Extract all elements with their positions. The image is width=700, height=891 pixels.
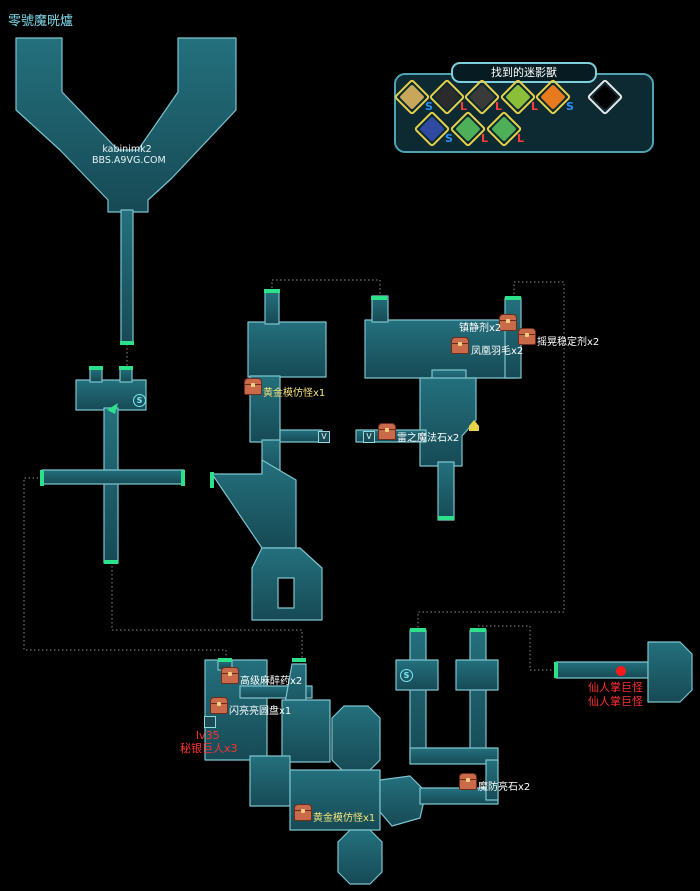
exit-marker[interactable] xyxy=(410,628,426,632)
enemy-name: 仙人掌巨怪 xyxy=(588,695,643,708)
room-bottom-octagon-1 xyxy=(331,705,381,773)
player-position-icon xyxy=(107,403,118,414)
exit-marker[interactable] xyxy=(120,341,134,345)
treasure-chest-icon[interactable] xyxy=(378,423,396,440)
corridor-top xyxy=(120,209,134,345)
exit-marker[interactable] xyxy=(554,662,558,678)
save-point-icon[interactable]: S xyxy=(133,394,146,407)
item-label: 摇晃稳定剂x2 xyxy=(537,337,600,348)
monster-rank-badge: L xyxy=(460,100,468,113)
item-label: 闪亮亮圆盘x1 xyxy=(229,706,292,717)
exit-marker[interactable] xyxy=(218,658,232,662)
exit-marker[interactable] xyxy=(505,296,521,300)
item-label: 镇静剂x2 xyxy=(459,323,502,334)
room-middle-top xyxy=(247,321,327,378)
save-point-icon[interactable]: S xyxy=(400,669,413,682)
credit-line-2: BBS.A9VG.COM xyxy=(92,155,166,166)
credit-line-1: kabinimk2 xyxy=(102,144,152,155)
exit-marker[interactable] xyxy=(264,289,280,293)
treasure-chest-icon[interactable] xyxy=(499,314,517,331)
monster-rank-badge: L xyxy=(531,100,539,113)
treasure-chest-icon[interactable] xyxy=(451,337,469,354)
monster-rank-badge: L xyxy=(495,100,503,113)
exit-marker[interactable] xyxy=(470,628,486,632)
treasure-chest-icon[interactable] xyxy=(221,667,239,684)
treasure-chest-icon[interactable] xyxy=(518,328,536,345)
monster-rank-badge: S xyxy=(445,132,453,145)
exit-marker[interactable] xyxy=(119,366,133,370)
door-icon[interactable] xyxy=(204,716,216,728)
item-label: 魔防亮石x2 xyxy=(478,782,531,793)
enemy-name: 仙人掌巨怪 xyxy=(588,681,643,694)
corridor-left-vertical xyxy=(103,407,119,564)
item-label: 雷之魔法石x2 xyxy=(397,433,460,444)
corridor-left-horizontal xyxy=(41,469,185,485)
enemy-name: 秘银巨人x3 xyxy=(180,742,238,755)
treasure-chest-icon[interactable] xyxy=(294,804,312,821)
area-title: 零號魔晄爐 xyxy=(8,14,74,29)
room-top-bowl xyxy=(15,37,237,213)
enemy-level: lv35 xyxy=(196,729,220,742)
treasure-chest-icon[interactable] xyxy=(244,378,262,395)
exit-marker[interactable] xyxy=(438,516,454,520)
vending-icon[interactable]: V xyxy=(318,431,330,443)
monster-rank-badge: L xyxy=(517,132,525,145)
exit-marker[interactable] xyxy=(89,366,103,370)
item-label: 凤凰羽毛x2 xyxy=(471,346,524,357)
exit-marker[interactable] xyxy=(40,470,44,486)
treasure-chest-icon[interactable] xyxy=(210,697,228,714)
exit-marker[interactable] xyxy=(210,472,214,488)
room-bottom-octagon-2 xyxy=(337,829,383,885)
exit-marker[interactable] xyxy=(292,658,306,662)
item-label: 黄金模仿怪x1 xyxy=(263,388,326,399)
vending-icon[interactable]: V xyxy=(363,431,375,443)
exit-marker[interactable] xyxy=(371,296,387,300)
found-monsters-title: 找到的迷影獸 xyxy=(451,62,597,83)
monster-rank-badge: S xyxy=(425,100,433,113)
shop-icon[interactable] xyxy=(469,420,479,431)
item-label: 高级麻醉药x2 xyxy=(240,676,303,687)
treasure-chest-icon[interactable] xyxy=(459,773,477,790)
item-label: 黄金模仿怪x1 xyxy=(313,813,376,824)
exit-marker[interactable] xyxy=(181,470,185,486)
monster-rank-badge: S xyxy=(566,100,574,113)
exit-marker[interactable] xyxy=(104,560,118,564)
monster-rank-badge: L xyxy=(481,132,489,145)
enemy-marker-icon xyxy=(616,666,626,676)
credit-text: kabinimk2 BBS.A9VG.COM xyxy=(92,144,166,166)
room-far-right xyxy=(647,641,693,703)
